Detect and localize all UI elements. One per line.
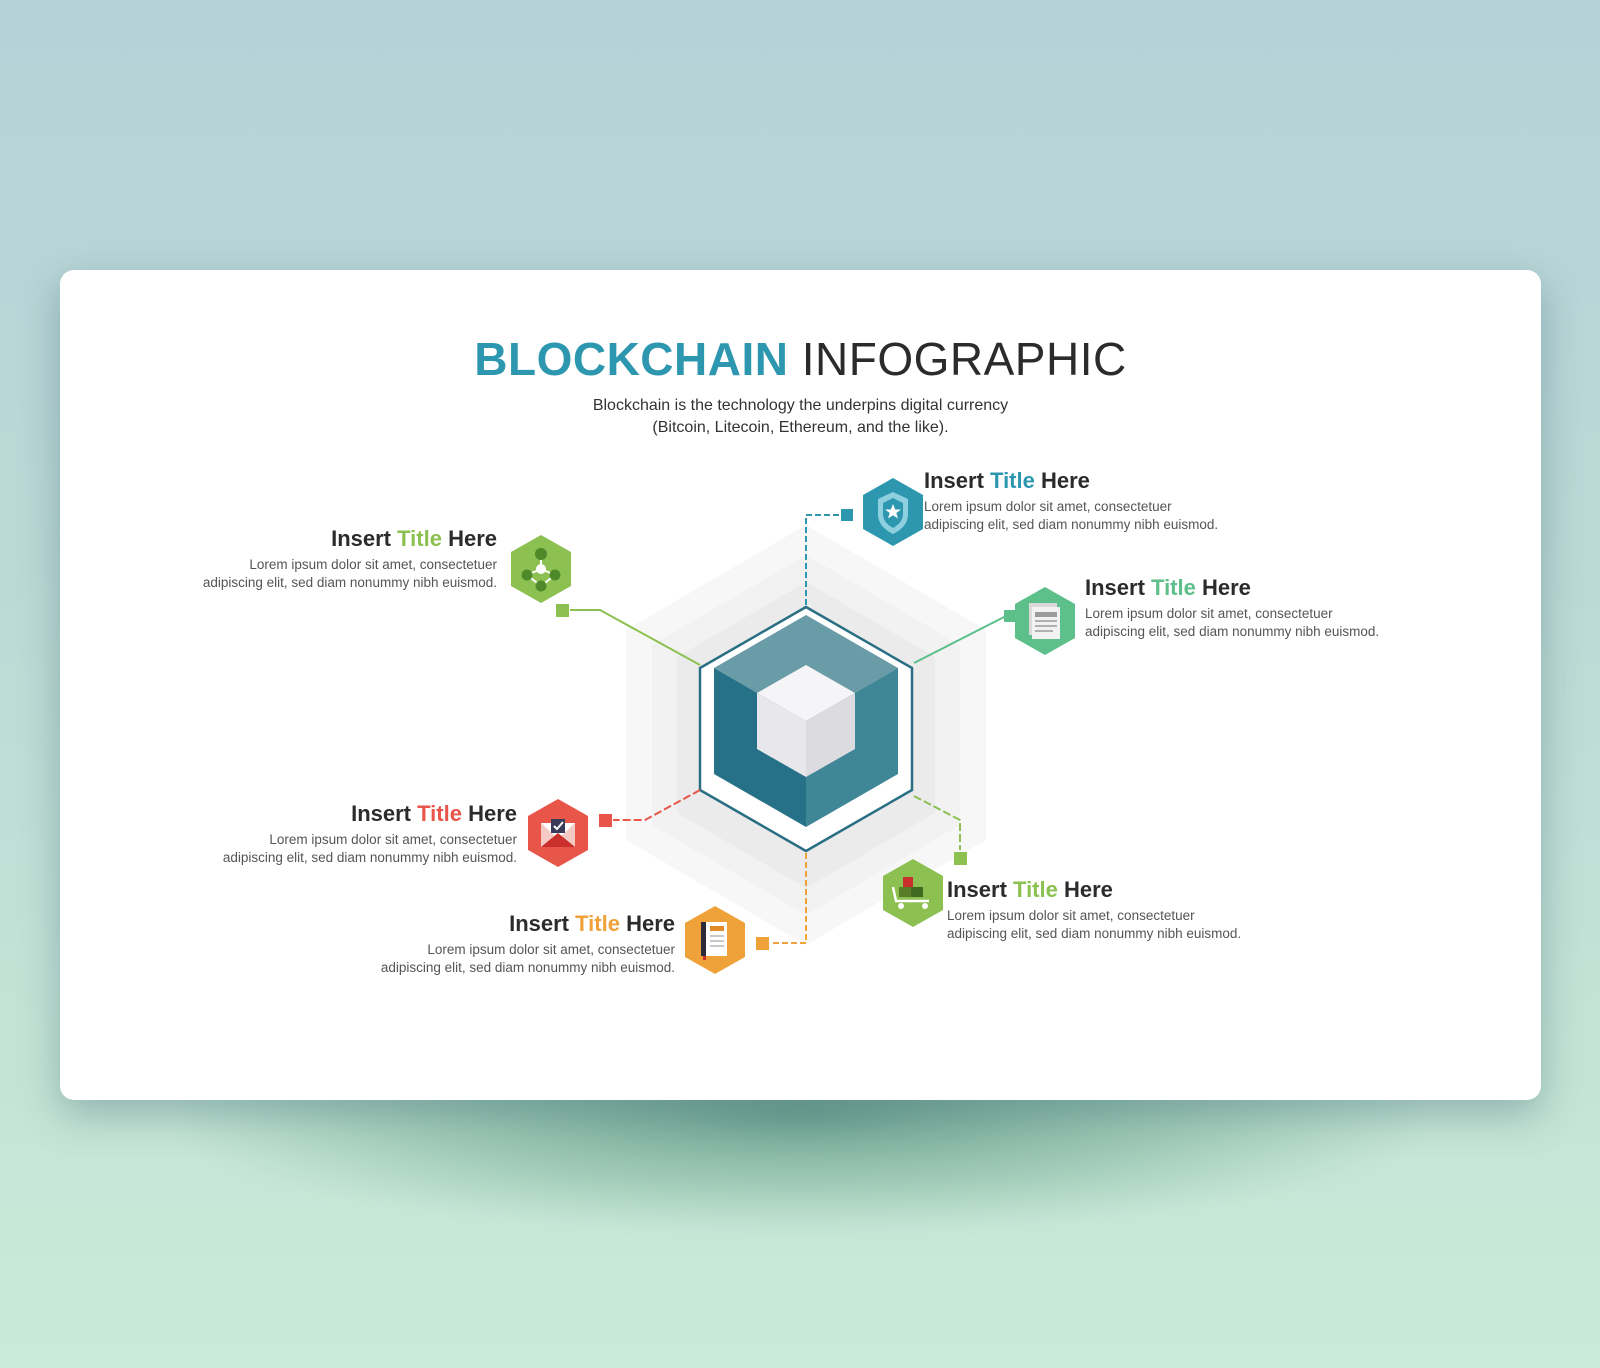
item-description: Lorem ipsum dolor sit amet, consectetuer… [1085,606,1380,639]
subtitle-line-1: Blockchain is the technology the underpi… [592,397,1009,414]
item-lower-right: Insert Title Here Lorem ipsum dolor sit … [947,876,1367,943]
item-title: Insert Title Here [509,911,675,936]
book-icon [685,906,745,974]
item-title: Insert Title Here [924,468,1090,493]
item-bottom: Insert Title Here Lorem ipsum dolor sit … [255,910,675,977]
shield-star-icon [863,478,923,546]
item-description: Lorem ipsum dolor sit amet, consectetuer… [202,557,497,590]
network-nodes-icon [511,535,571,603]
title-highlight: BLOCKCHAIN [474,333,789,385]
item-description: Lorem ipsum dolor sit amet, consectetuer… [222,832,517,865]
envelope-check-icon [528,799,588,867]
documents-icon [1015,587,1075,655]
item-title: Insert Title Here [947,877,1113,902]
item-description: Lorem ipsum dolor sit amet, consectetuer… [924,499,1219,532]
item-title: Insert Title Here [351,801,517,826]
item-upper-left: Insert Title Here Lorem ipsum dolor sit … [77,525,497,592]
blockchain-diagram [511,478,1075,974]
page-subtitle: Blockchain is the technology the underpi… [60,395,1541,439]
page-title: BLOCKCHAIN INFOGRAPHIC [60,332,1541,386]
item-title: Insert Title Here [1085,575,1251,600]
slide: BLOCKCHAIN INFOGRAPHIC Blockchain is the… [60,270,1541,1100]
item-upper-right: Insert Title Here Lorem ipsum dolor sit … [1085,574,1505,641]
item-top: Insert Title Here Lorem ipsum dolor sit … [924,467,1344,534]
title-rest: INFOGRAPHIC [801,333,1127,385]
subtitle-line-2: (Bitcoin, Litecoin, Ethereum, and the li… [652,419,949,436]
item-description: Lorem ipsum dolor sit amet, consectetuer… [947,908,1242,941]
center-cube [714,615,898,827]
connectors [556,509,1016,950]
item-description: Lorem ipsum dolor sit amet, consectetuer… [380,942,675,975]
item-title: Insert Title Here [331,526,497,551]
item-lower-left: Insert Title Here Lorem ipsum dolor sit … [97,800,517,867]
cart-icon [883,859,943,927]
